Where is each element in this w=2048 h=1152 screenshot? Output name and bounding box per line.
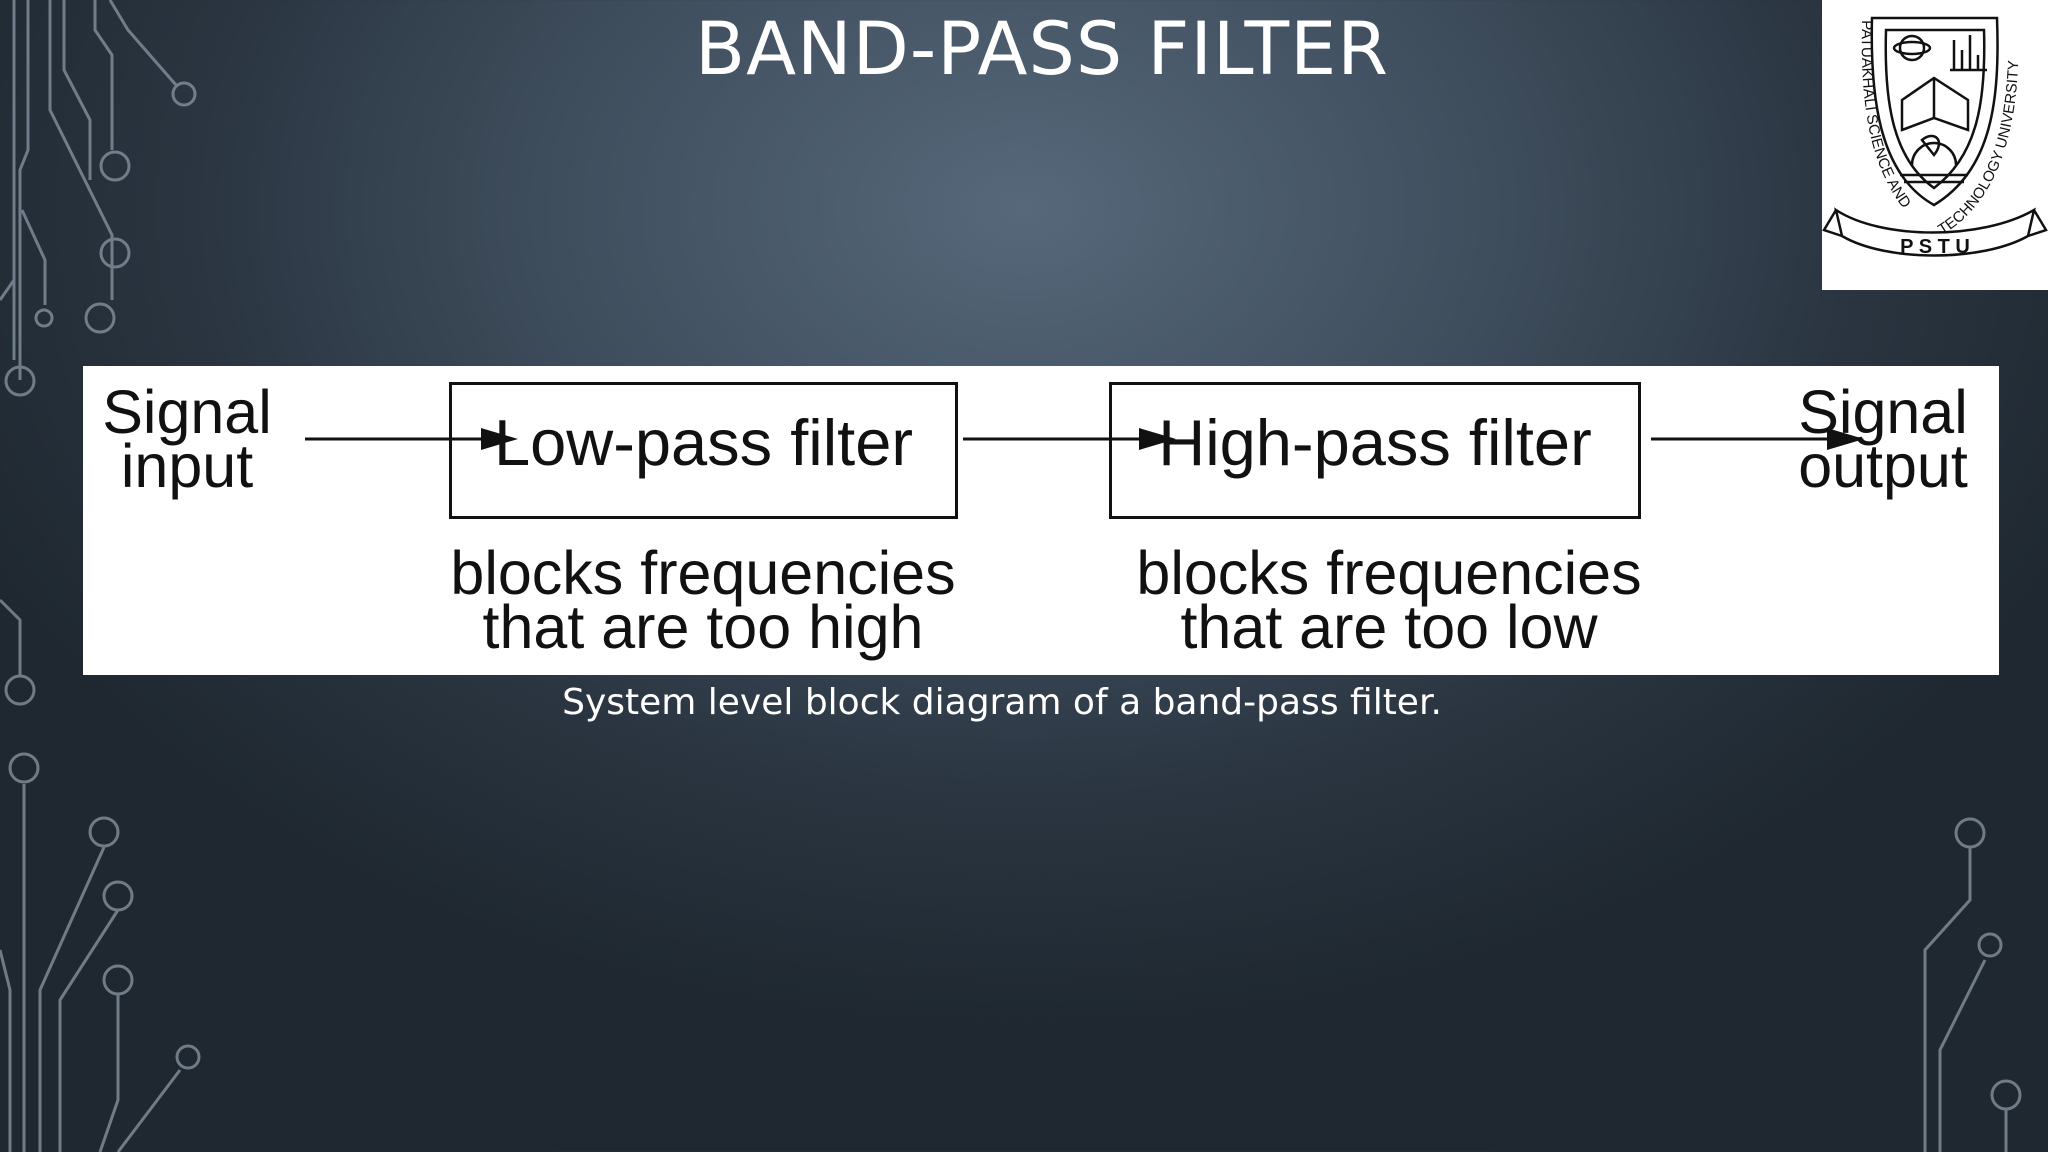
logo-banner-text: P S T U — [1900, 236, 1970, 258]
arrow-head-3 — [1827, 428, 1864, 450]
lowpass-filter-block: Low-pass filter — [449, 382, 958, 519]
lowpass-description-line-1: blocks frequencies — [450, 539, 956, 607]
arrow-head-2 — [1139, 428, 1176, 450]
highpass-description-line-2: that are too low — [1180, 593, 1598, 661]
signal-output-line-2: output — [1798, 432, 1968, 500]
highpass-filter-label: High-pass filter — [1158, 406, 1592, 479]
lowpass-filter-label: Low-pass filter — [493, 406, 914, 479]
highpass-description: blocks frequencies that are too low — [1099, 539, 1679, 661]
signal-output-line-1: Signal — [1798, 378, 1968, 446]
signal-input-label: Signal input — [97, 378, 277, 500]
signal-input-line-2: input — [120, 432, 254, 500]
highpass-description-line-1: blocks frequencies — [1136, 539, 1642, 607]
university-logo: PATUAKHALI SCIENCE AND TECHNOLOGY UNIVER… — [1822, 0, 2048, 290]
diagram-caption: System level block diagram of a band-pas… — [562, 682, 1442, 723]
highpass-filter-block: High-pass filter — [1109, 382, 1641, 519]
university-emblem-icon: PATUAKHALI SCIENCE AND TECHNOLOGY UNIVER… — [1822, 16, 2048, 258]
arrow-head-1 — [481, 428, 518, 450]
slide-title: BAND-PASS FILTER — [695, 7, 1389, 92]
lowpass-description: blocks frequencies that are too high — [413, 539, 993, 661]
signal-input-line-1: Signal — [102, 378, 272, 446]
diagram-arrows — [305, 428, 1864, 450]
signal-output-label: Signal output — [1783, 378, 1983, 500]
block-diagram: Signal input Low-pass filter High-pass f… — [83, 366, 1999, 675]
lowpass-description-line-2: that are too high — [482, 593, 924, 661]
